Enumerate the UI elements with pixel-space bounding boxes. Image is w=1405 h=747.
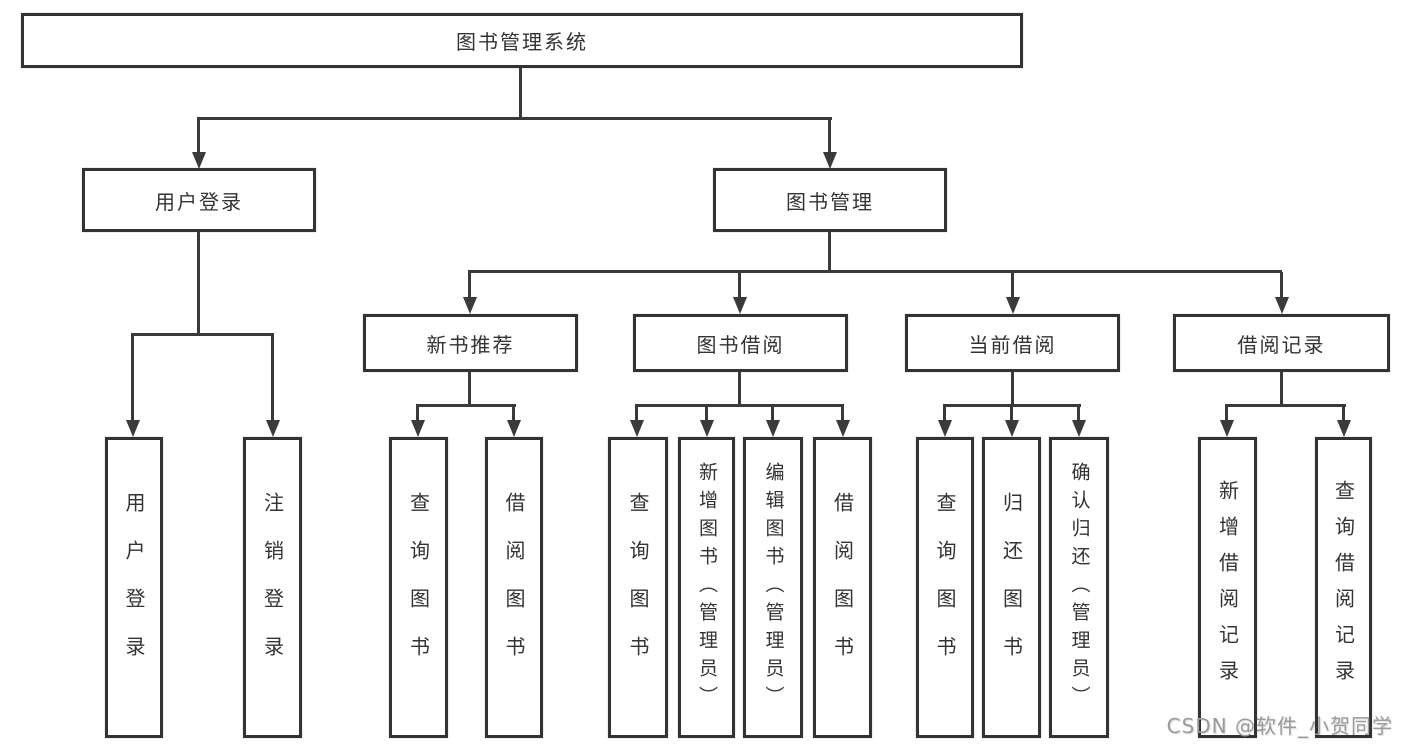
- connector: [468, 272, 471, 298]
- connector: [271, 335, 274, 421]
- connector: [512, 406, 515, 421]
- leaf-confirm-return-admin-label: 确认归还（管理员）: [1068, 461, 1091, 714]
- node-current-borrow-label: 当前借阅: [968, 332, 1057, 357]
- leaf-borrow-book-2: 借阅图书: [813, 437, 872, 738]
- node-book-borrow: 图书借阅: [633, 314, 848, 372]
- node-book-borrow-label: 图书借阅: [696, 332, 785, 357]
- leaf-query-book-1-label: 查询图书: [406, 491, 431, 684]
- leaf-confirm-return-admin: 确认归还（管理员）: [1049, 437, 1109, 738]
- node-current-borrow: 当前借阅: [905, 314, 1120, 372]
- leaf-logout: 注销登录: [243, 437, 302, 738]
- connector: [1011, 372, 1014, 406]
- connector: [771, 406, 774, 421]
- leaf-edit-book-admin: 编辑图书（管理员）: [743, 437, 803, 738]
- connector: [841, 406, 844, 421]
- arrowhead: [823, 152, 837, 169]
- leaf-query-book-2-label: 查询图书: [626, 491, 650, 684]
- connector: [197, 117, 832, 120]
- connector: [1225, 406, 1228, 421]
- arrowhead: [630, 420, 644, 437]
- arrowhead: [192, 152, 206, 169]
- connector: [738, 272, 741, 298]
- connector: [519, 68, 522, 119]
- connector: [943, 406, 946, 421]
- connector: [828, 232, 831, 272]
- leaf-add-borrow-record-label: 新增借阅记录: [1215, 479, 1240, 696]
- leaf-borrow-book-2-label: 借阅图书: [830, 491, 855, 684]
- connector: [1011, 272, 1014, 298]
- connector: [416, 404, 516, 407]
- connector: [131, 335, 134, 421]
- leaf-query-borrow-record: 查询借阅记录: [1315, 437, 1372, 738]
- connector: [416, 406, 419, 421]
- connector: [828, 119, 831, 153]
- node-user-login: 用户登录: [82, 168, 316, 232]
- node-book-management-label: 图书管理: [786, 189, 874, 214]
- connector: [131, 333, 274, 336]
- connector: [1225, 404, 1346, 407]
- arrowhead: [1337, 420, 1351, 437]
- connector: [1010, 406, 1013, 421]
- arrowhead: [126, 420, 140, 437]
- connector: [197, 232, 200, 335]
- leaf-logout-label: 注销登录: [260, 491, 285, 684]
- leaf-user-login: 用户登录: [105, 437, 163, 738]
- leaf-borrow-book-1-label: 借阅图书: [502, 491, 526, 684]
- node-root-label: 图书管理系统: [456, 30, 588, 54]
- leaf-add-book-admin-label: 新增图书（管理员）: [696, 461, 718, 714]
- node-borrow-record-label: 借阅记录: [1237, 332, 1326, 357]
- leaf-add-borrow-record: 新增借阅记录: [1198, 437, 1257, 738]
- node-user-login-label: 用户登录: [155, 189, 243, 214]
- leaf-query-book-2: 查询图书: [608, 437, 668, 738]
- connector: [1077, 406, 1080, 421]
- arrowhead: [733, 297, 747, 314]
- leaf-return-book-label: 归还图书: [999, 491, 1024, 684]
- arrowhead: [700, 420, 714, 437]
- arrowhead: [1072, 420, 1086, 437]
- arrowhead: [1006, 297, 1020, 314]
- node-book-management: 图书管理: [713, 168, 947, 232]
- connector: [1280, 272, 1283, 298]
- leaf-query-borrow-record-label: 查询借阅记录: [1331, 479, 1356, 696]
- node-root: 图书管理系统: [21, 13, 1023, 68]
- connector: [1342, 406, 1345, 421]
- arrowhead: [938, 420, 952, 437]
- connector: [1280, 372, 1283, 406]
- connector: [468, 372, 471, 406]
- arrowhead: [1220, 420, 1234, 437]
- leaf-user-login-label: 用户登录: [122, 491, 146, 684]
- connector: [943, 404, 1081, 407]
- connector: [738, 372, 741, 406]
- leaf-borrow-book-1: 借阅图书: [485, 437, 543, 738]
- leaf-return-book: 归还图书: [982, 437, 1041, 738]
- leaf-add-book-admin: 新增图书（管理员）: [678, 437, 735, 738]
- leaf-query-book-1: 查询图书: [389, 437, 448, 738]
- arrowhead: [766, 420, 780, 437]
- node-new-book-recommend: 新书推荐: [363, 314, 578, 372]
- csdn-watermark: CSDN @软件_小贺同学: [1166, 714, 1393, 738]
- connector: [468, 270, 1282, 273]
- node-borrow-record: 借阅记录: [1173, 314, 1390, 372]
- node-new-book-recommend-label: 新书推荐: [426, 332, 515, 357]
- leaf-query-book-3: 查询图书: [916, 437, 974, 738]
- arrowhead: [463, 297, 477, 314]
- arrowhead: [266, 420, 280, 437]
- leaf-query-book-3-label: 查询图书: [933, 491, 957, 684]
- connector: [705, 406, 708, 421]
- arrowhead: [1005, 420, 1019, 437]
- arrowhead: [411, 420, 425, 437]
- connector: [635, 406, 638, 421]
- arrowhead: [507, 420, 521, 437]
- arrowhead: [1275, 297, 1289, 314]
- leaf-edit-book-admin-label: 编辑图书（管理员）: [762, 461, 785, 714]
- arrowhead: [836, 420, 850, 437]
- connector: [197, 119, 200, 153]
- connector: [635, 404, 844, 407]
